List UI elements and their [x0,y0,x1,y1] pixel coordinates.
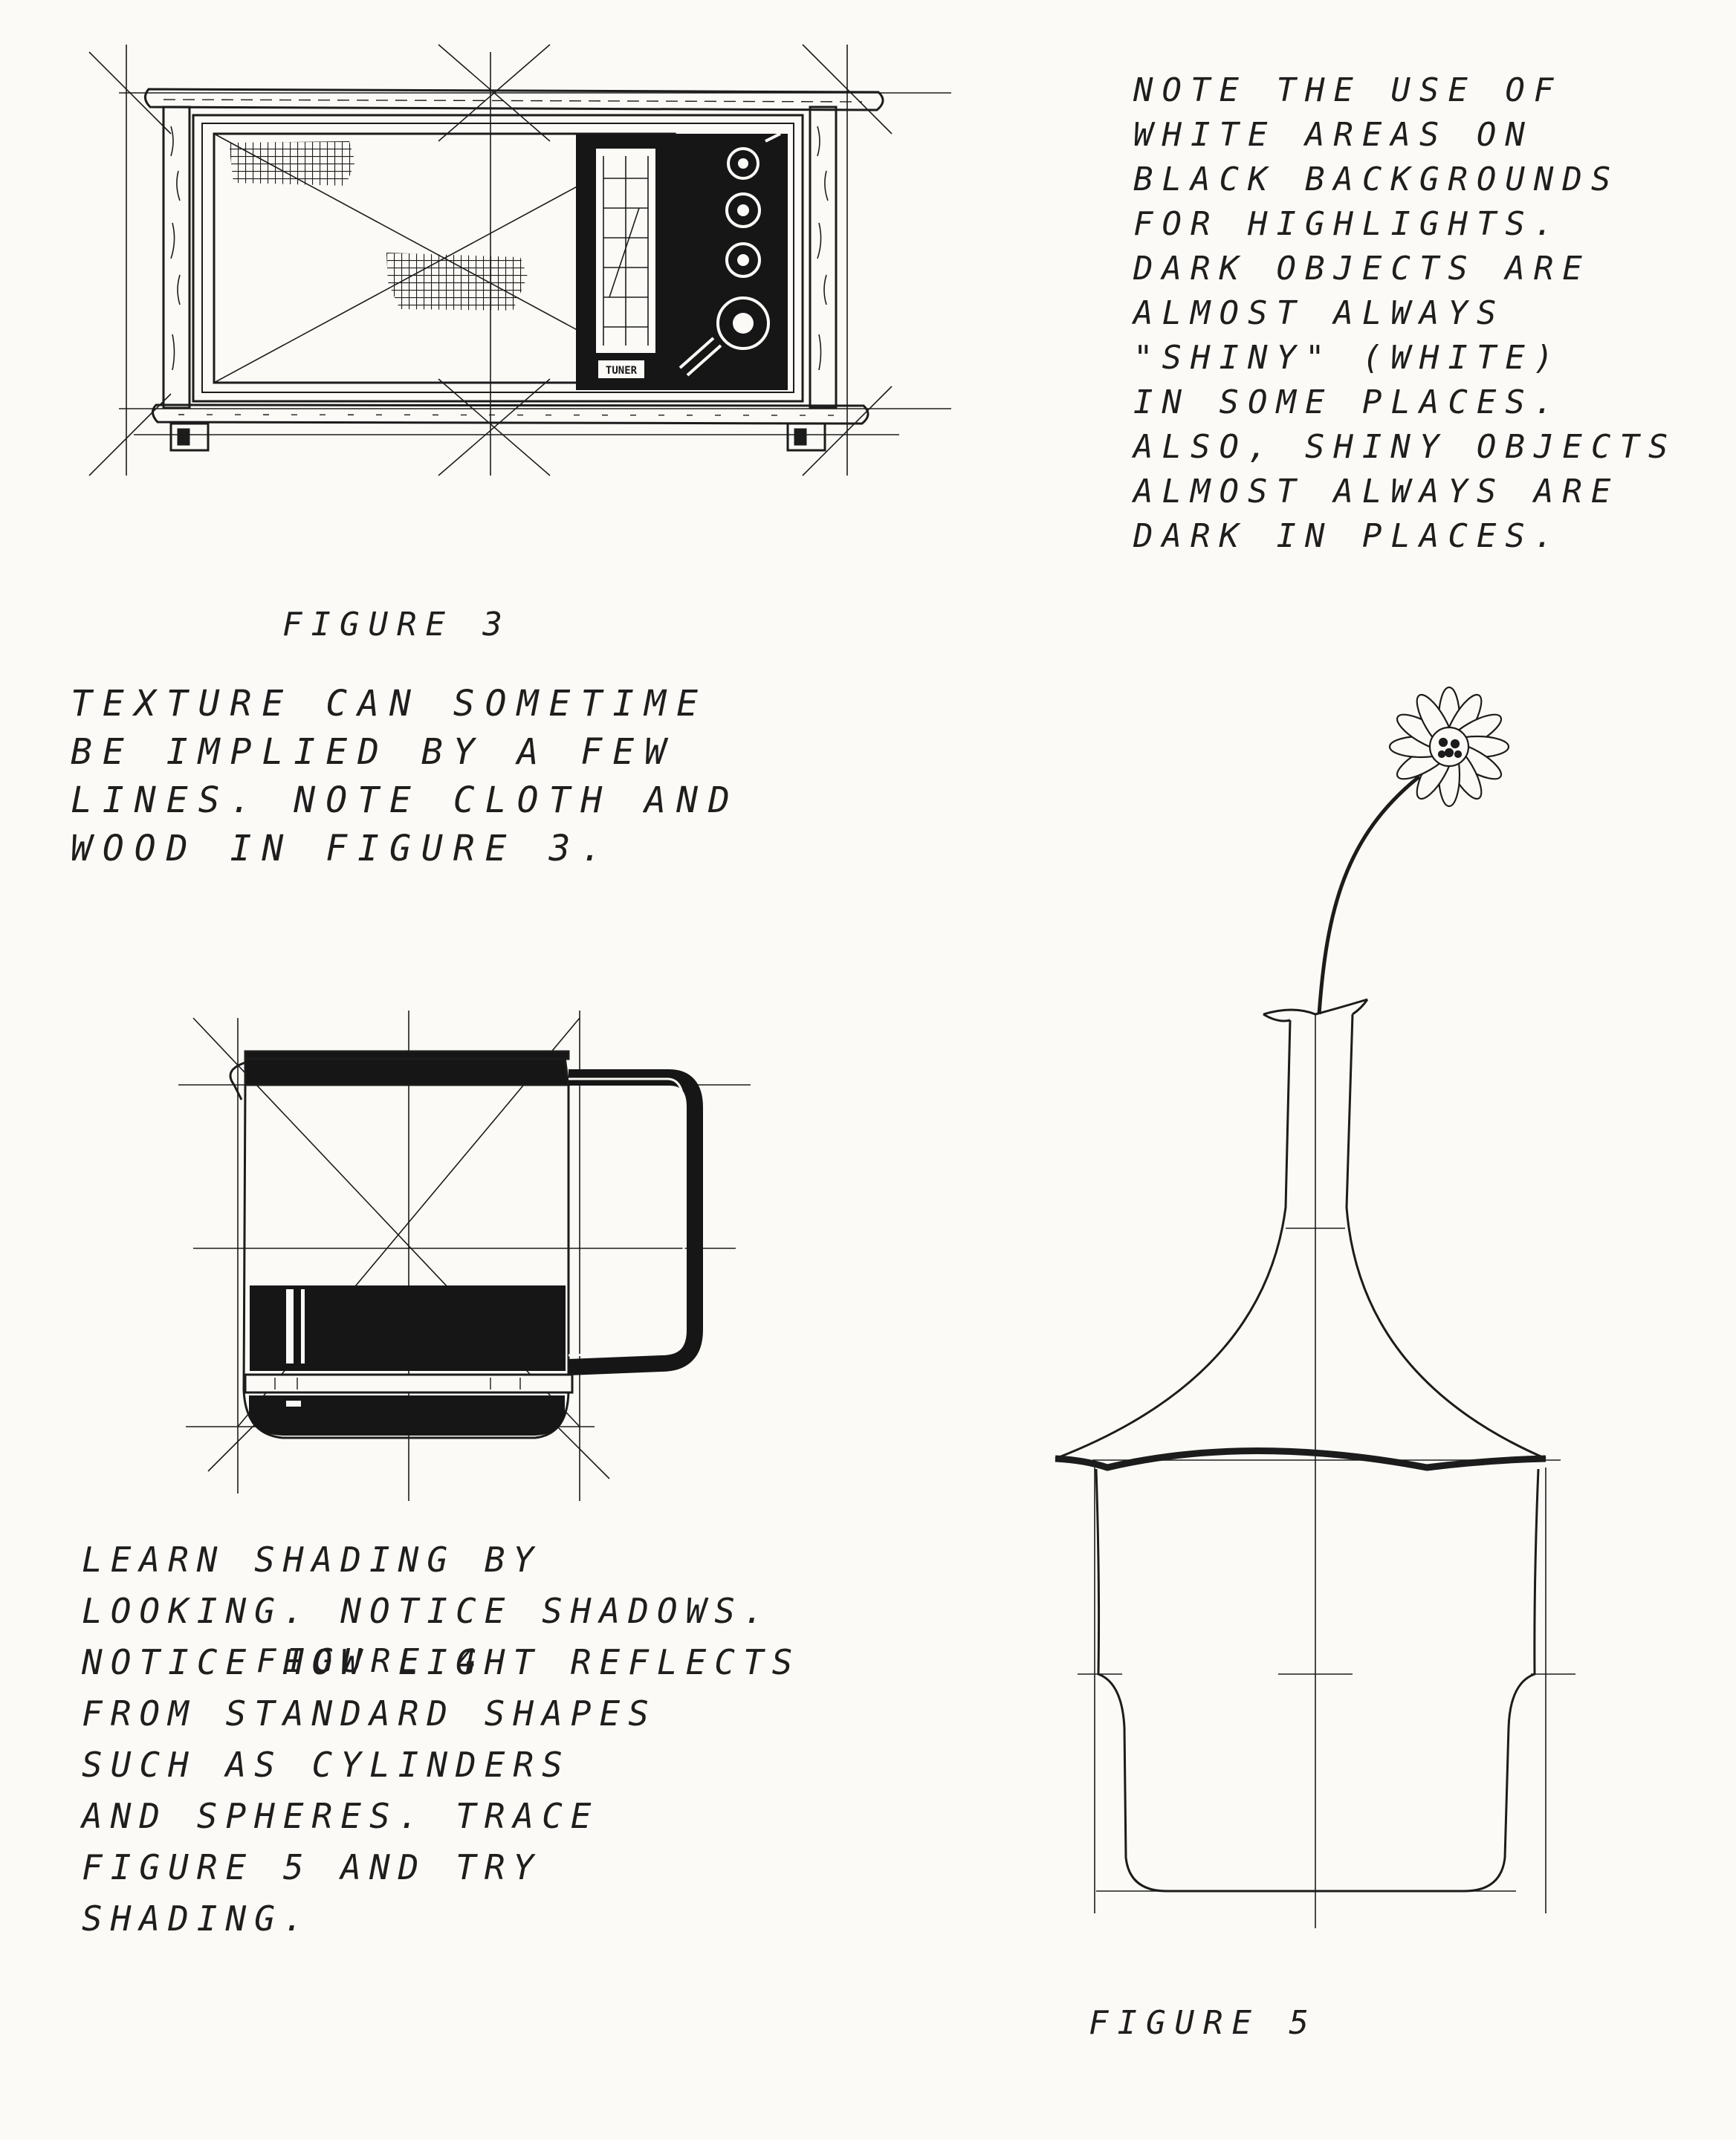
note-line: AND SPHERES. TRACE [82,1796,600,1836]
daisy-flower [1388,686,1510,808]
note-line: SHADING. [82,1899,312,1939]
note-line: IN SOME PLACES. [1133,383,1563,421]
note-line: ALMOST ALWAYS ARE [1133,473,1620,510]
note-line: BE IMPLIED BY A FEW [71,731,677,773]
note-shading: LEARN SHADING BY LOOKING. NOTICE SHADOWS… [82,1534,800,1945]
note-line: NOTICE HOW LIGHT REFLECTS [82,1642,801,1682]
note-line: "SHINY" (WHITE) [1133,339,1563,377]
note-line: SUCH AS CYLINDERS [82,1745,571,1785]
note-line: DARK IN PLACES. [1133,517,1563,555]
note-texture: TEXTURE CAN SOMETIME BE IMPLIED BY A FEW… [71,680,740,873]
note-line: ALMOST ALWAYS [1133,294,1506,332]
figure-3-caption: FIGURE 3 [282,606,511,643]
note-line: LEARN SHADING BY [82,1540,542,1580]
stereo-cabinet-drawing: TUNER [88,44,951,476]
carafe-vase-drawing [1055,686,1575,1928]
note-line: LOOKING. NOTICE SHADOWS. [82,1591,772,1631]
note-line: ALSO, SHINY OBJECTS [1133,428,1677,466]
note-line: TEXTURE CAN SOMETIME [71,683,708,724]
tuner-label: TUNER [606,365,638,377]
note-highlights: NOTE THE USE OF WHITE AREAS ON BLACK BAC… [1133,68,1677,559]
note-line: DARK OBJECTS ARE [1133,250,1591,288]
note-line: LINES. NOTE CLOTH AND [71,779,740,821]
note-line: FOR HIGHLIGHTS. [1133,205,1563,243]
note-line: NOTE THE USE OF [1133,71,1563,109]
figure-5-caption: FIGURE 5 [1089,2004,1318,2042]
note-line: WHITE AREAS ON [1133,116,1534,154]
note-line: BLACK BACKGROUNDS [1133,160,1620,198]
note-line: FROM STANDARD SHAPES [82,1693,657,1734]
note-line: WOOD IN FIGURE 3. [71,828,613,869]
note-line: FIGURE 5 AND TRY [82,1847,542,1887]
figure-4-caption: FIGURE 4 [256,1642,485,1680]
coffee-pot-drawing [178,1011,751,1501]
